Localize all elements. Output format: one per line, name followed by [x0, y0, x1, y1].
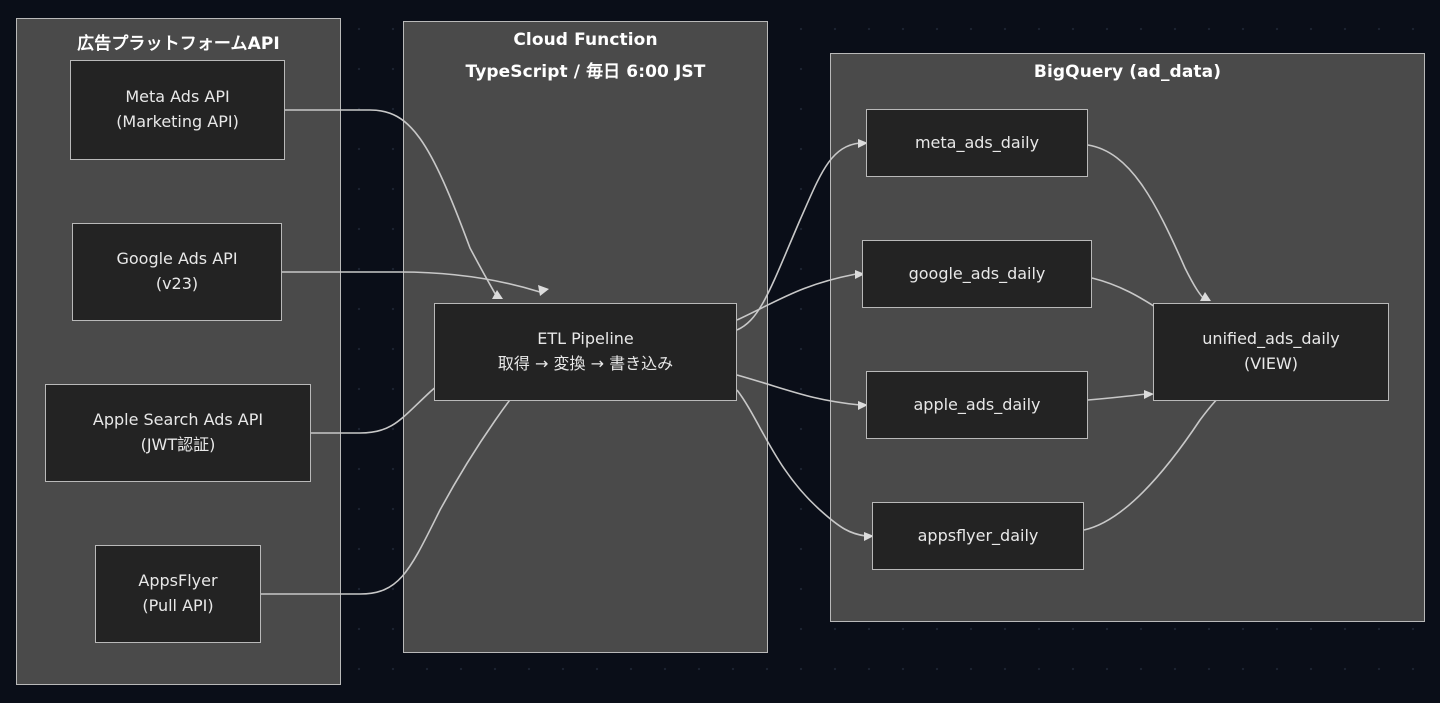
node-meta-ads-daily[interactable]: meta_ads_daily: [866, 109, 1088, 177]
node-google-ads-api[interactable]: Google Ads API (v23): [72, 223, 282, 321]
node-google-ads-api-line1: Google Ads API: [116, 249, 238, 269]
node-google-ads-api-line2: (v23): [155, 274, 199, 293]
node-google-ads-daily-label: google_ads_daily: [908, 263, 1046, 283]
node-unified-ads-daily-line1: unified_ads_daily: [1202, 329, 1340, 349]
node-appsflyer-line2: (Pull API): [142, 596, 214, 615]
node-appsflyer-daily-label: appsflyer_daily: [917, 525, 1039, 545]
node-unified-ads-daily-line2: (VIEW): [1243, 354, 1299, 373]
node-appsflyer-daily[interactable]: appsflyer_daily: [872, 502, 1084, 570]
node-apple-search-ads-api-line1: Apple Search Ads API: [92, 410, 264, 430]
node-apple-search-ads-api-line2: (JWT認証): [140, 435, 216, 454]
cluster-title-bigquery: BigQuery (ad_data): [1033, 62, 1222, 82]
node-meta-ads-api-line1: Meta Ads API: [125, 87, 230, 107]
node-etl-pipeline-line2: 取得 → 変換 → 書き込み: [497, 354, 674, 373]
node-appsflyer[interactable]: AppsFlyer (Pull API): [95, 545, 261, 643]
node-unified-ads-daily[interactable]: unified_ads_daily (VIEW): [1153, 303, 1389, 401]
node-apple-ads-daily[interactable]: apple_ads_daily: [866, 371, 1088, 439]
node-apple-ads-daily-label: apple_ads_daily: [913, 394, 1041, 414]
node-google-ads-daily[interactable]: google_ads_daily: [862, 240, 1092, 308]
node-etl-pipeline-line1: ETL Pipeline: [537, 329, 634, 349]
node-meta-ads-daily-label: meta_ads_daily: [914, 132, 1040, 152]
node-meta-ads-api[interactable]: Meta Ads API (Marketing API): [70, 60, 285, 160]
node-etl-pipeline[interactable]: ETL Pipeline 取得 → 変換 → 書き込み: [434, 303, 737, 401]
node-apple-search-ads-api[interactable]: Apple Search Ads API (JWT認証): [45, 384, 311, 482]
node-meta-ads-api-line2: (Marketing API): [116, 112, 239, 131]
cluster-title-ad-platform-api: 広告プラットフォームAPI: [77, 34, 280, 54]
node-appsflyer-line1: AppsFlyer: [138, 571, 218, 591]
cluster-title-cloud-function-line1: Cloud Function: [513, 30, 658, 50]
cluster-title-cloud-function-line2: TypeScript / 毎日 6:00 JST: [465, 62, 706, 82]
